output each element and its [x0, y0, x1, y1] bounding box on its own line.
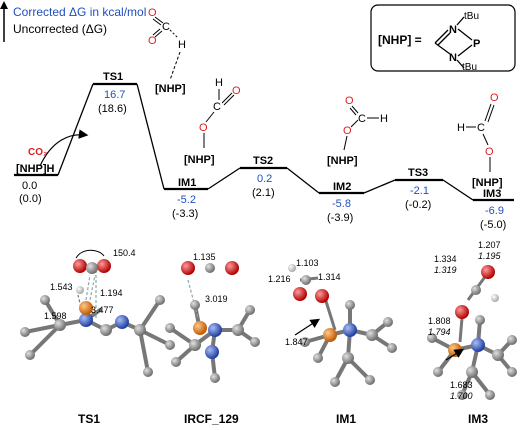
ts1-dist-4: 3.477: [91, 305, 114, 315]
fragment-im2-nhp: [NHP]: [327, 155, 358, 167]
fragment-ts1-o2: O: [148, 35, 157, 47]
energy-axis-arrow: [0, 1, 8, 42]
im3-dist-3-uncorr: 1.794: [428, 327, 451, 337]
molecule-im1: [288, 264, 397, 387]
fragment-im1: H C O O [NHP]: [184, 77, 241, 166]
ircf-dist-2: 3.019: [205, 294, 228, 304]
species-corrected-im3: -6.9: [485, 205, 504, 217]
structure-name-ircf: IRCF_129: [184, 412, 239, 426]
ircf-dist-1: 1.135: [193, 252, 216, 262]
legend-uncorrected: Uncorrected (ΔG): [13, 22, 107, 36]
structure-name-im1: IM1: [336, 412, 356, 426]
nhp-atom-p: P: [473, 38, 480, 50]
fragment-im2-c: C: [358, 113, 366, 125]
fragment-ts1-nhp: [NHP]: [155, 83, 186, 95]
fragment-ts1-c: C: [162, 21, 170, 33]
species-uncorrected-start: (0.0): [19, 193, 42, 205]
fragment-im1-nhp: [NHP]: [184, 154, 215, 166]
species-uncorrected-im1: (-3.3): [172, 208, 198, 220]
structure-name-im3: IM3: [468, 412, 488, 426]
species-corrected-ts3: -2.1: [410, 185, 429, 197]
species-name-im2: IM2: [333, 181, 351, 193]
im3-dist-1: 1.207: [478, 240, 501, 250]
molecule-im3: [427, 265, 517, 400]
fragment-ts1-o1: O: [148, 7, 157, 19]
species-corrected-im1: -5.2: [177, 194, 196, 206]
im3-dist-3: 1.808: [428, 316, 451, 326]
im1-dist-1: 1.103: [296, 258, 319, 268]
structure-name-ts1: TS1: [78, 412, 100, 426]
species-corrected-start: 0.0: [22, 180, 37, 192]
fragment-im2: O O C H [NHP]: [327, 95, 388, 167]
ts1-dist-2: 1.194: [100, 288, 123, 298]
co2-approach-arrow: [39, 129, 89, 167]
species-uncorrected-im3: (-5.0): [480, 219, 506, 231]
species-name-start: [NHP]H: [16, 163, 55, 175]
fragment-im3: O H C O [NHP]: [457, 92, 503, 189]
species-name-ts2: TS2: [253, 155, 273, 167]
fragment-im3-c: C: [477, 122, 485, 134]
ts1-dist-1: 1.543: [50, 282, 73, 292]
ts1-angle: 150.4: [113, 248, 136, 258]
species-corrected-ts1: 16.7: [104, 89, 125, 101]
molecule-ts1: [20, 249, 175, 377]
fragment-im2-o1: O: [345, 95, 354, 107]
ts1-dist-3: 1.598: [44, 311, 67, 321]
nhp-tbu-bottom: tBu: [462, 62, 477, 73]
species-uncorrected-ts1: (18.6): [98, 103, 127, 115]
species-corrected-ts2: 0.2: [257, 173, 272, 185]
fragment-im2-o2: O: [343, 125, 352, 137]
legend-corrected: Corrected ΔG in kcal/mol: [13, 5, 146, 19]
nhp-atom-n-bottom: N: [449, 52, 457, 64]
im3-dist-4-uncorr: 1.700: [450, 391, 473, 401]
species-uncorrected-ts3: (-0.2): [405, 199, 431, 211]
fragment-im1-o2: O: [199, 122, 208, 134]
species-name-im3: IM3: [483, 188, 501, 200]
fragment-ts1: O O C H [NHP]: [148, 7, 186, 95]
co2-label: CO₂: [28, 147, 47, 158]
species-name-ts1: TS1: [103, 71, 123, 83]
fragment-im1-o1: O: [232, 85, 241, 97]
nhp-box-label: [NHP] =: [378, 33, 422, 47]
im3-dist-2: 1.334: [434, 254, 457, 264]
im3-dist-4: 1.683: [450, 380, 473, 390]
species-name-im1: IM1: [178, 177, 196, 189]
species-uncorrected-im2: (-3.9): [327, 212, 353, 224]
fragment-im1-h: H: [215, 77, 223, 89]
nhp-atom-n-top: N: [449, 24, 457, 36]
nhp-tbu-top: tBu: [464, 11, 479, 22]
species-name-ts3: TS3: [408, 167, 428, 179]
species-uncorrected-ts2: (2.1): [252, 187, 275, 199]
fragment-im3-h: H: [457, 122, 465, 134]
fragment-im2-h: H: [380, 113, 388, 125]
nhp-ring-structure: [434, 16, 473, 69]
im1-dist-2: 1.314: [318, 272, 341, 282]
im3-dist-1-uncorr: 1.195: [478, 251, 502, 261]
im3-dist-2-uncorr: 1.319: [434, 265, 457, 275]
fragment-im1-c: C: [213, 101, 221, 113]
im1-dist-3: 1.216: [268, 274, 291, 284]
fragment-ts1-h: H: [178, 39, 186, 51]
species-corrected-im2: -5.8: [332, 198, 351, 210]
fragment-im3-o2: O: [485, 146, 494, 158]
energy-profile: [14, 82, 514, 202]
im1-dist-4: 1.847: [285, 337, 308, 347]
nhp-definition-box: [NHP] = N N P tBu tBu: [370, 4, 516, 73]
fragment-im3-o1: O: [490, 92, 499, 104]
fragment-im3-nhp: [NHP]: [472, 177, 503, 189]
molecule-ircf-129: [165, 261, 260, 383]
